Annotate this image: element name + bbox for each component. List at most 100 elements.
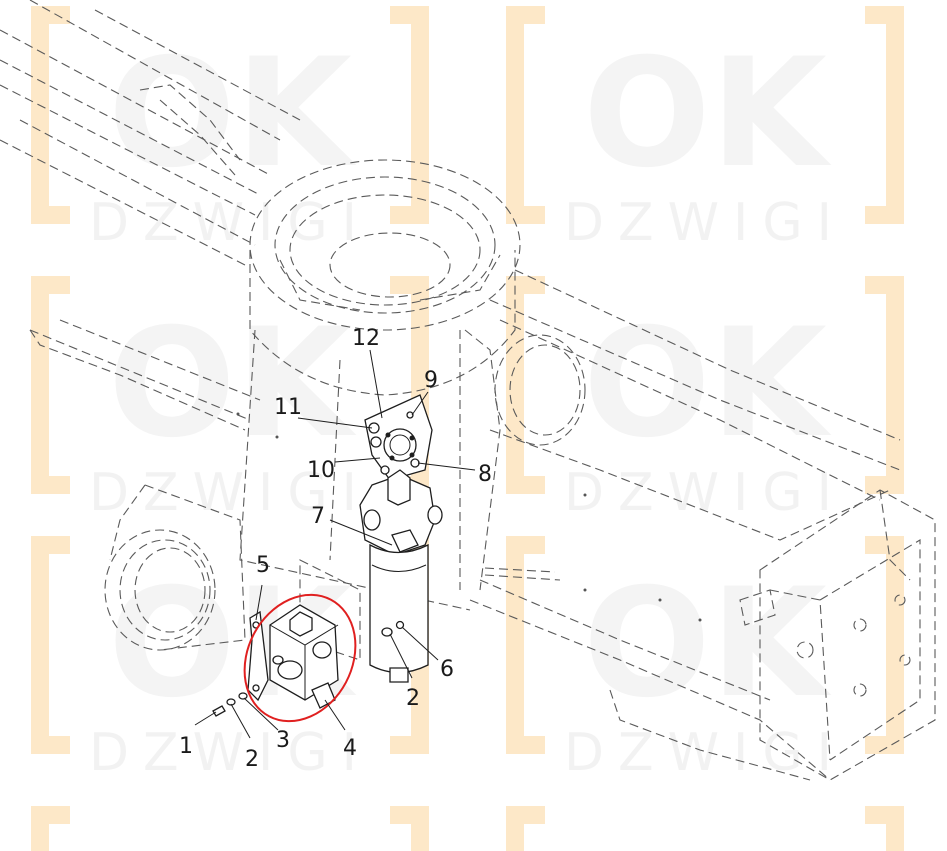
watermark-bracket-right [865,6,904,224]
plate-center-ring [389,434,411,456]
leader-11 [297,417,373,429]
watermark-tile: OK DZWIGI [31,536,429,783]
callout-labels: 1 2 3 4 5 2 6 7 8 9 10 11 12 [179,326,492,772]
leader-7 [329,519,393,546]
leader-8 [417,462,476,471]
axle-housing-dashed [0,0,936,781]
watermark-sub: DZWIGI [564,193,846,253]
hole-dot [275,435,279,439]
filter-head-top [387,469,411,506]
washer-10b [380,465,390,475]
valve-block-assembly [212,593,357,723]
watermark-logo: OK [583,297,832,471]
screw-1 [212,705,226,717]
leader-lines [194,349,476,739]
callout-6: 6 [440,657,454,682]
watermark-bracket-right [390,806,429,851]
leader-2b [389,633,413,679]
filter-port-right [427,505,443,525]
highlight-ring [243,593,357,723]
callout-11: 11 [274,395,302,420]
nut-8 [410,458,420,468]
filter-bowl-line [371,564,427,572]
watermark-bracket-right [865,806,904,851]
watermark-tile: OK DZWIGI [506,536,904,783]
watermark-sub: DZWIGI [89,463,371,523]
bracket-hole [252,684,260,692]
leader-10 [334,457,381,463]
plate-hole [385,432,391,438]
watermark-bracket-left [31,276,70,494]
watermark-bracket-left [31,536,70,754]
valve-port-right [312,641,332,659]
valve-port-small [272,655,284,665]
valve-bottom-fitting [311,682,336,709]
callout-7: 7 [311,504,325,529]
hole-dot [658,598,662,602]
callout-8: 8 [478,462,492,487]
watermark-logo: OK [108,297,357,471]
mounting-plate-assembly [364,394,433,481]
callout-2: 2 [245,747,259,772]
watermark-logo: OK [108,27,357,201]
leader-12 [369,349,383,419]
filter-port-left [363,509,381,531]
hole-dot [698,618,702,622]
filter-drain [389,667,409,683]
watermark-sub: DZWIGI [89,723,371,783]
watermark-tile: OK DZWIGI [506,6,904,253]
watermark-bracket-left [506,276,545,494]
watermark-bracket-left [31,806,70,851]
callout-10: 10 [307,458,335,483]
watermark-bracket-right [390,6,429,224]
filter-bowl [369,543,429,674]
watermark-bracket-left [506,536,545,754]
leader-1 [194,711,217,726]
plate-hole [409,435,415,441]
plate-hole [409,452,415,458]
bolt-9 [406,411,414,419]
leader-3 [243,697,279,731]
watermark-logo: OK [583,27,832,201]
watermark-sub: DZWIGI [564,463,846,523]
leader-2a [230,703,251,739]
leader-9 [411,391,429,416]
hole-dot [583,493,587,497]
callout-1: 1 [179,734,193,759]
washer-2 [381,627,393,637]
hole-dot [583,588,587,592]
callout-3: 3 [276,728,290,753]
watermark-tile: OK DZWIGI [31,6,429,253]
leader-4 [324,699,346,731]
valve-top-fitting [289,611,313,637]
callout-2: 2 [406,686,420,711]
watermark-tile: OK DZWIGI [31,276,429,523]
callout-12: 12 [352,326,380,351]
watermark-bracket-left [506,6,545,224]
leader-6 [401,626,439,661]
watermark-sub: DZWIGI [89,193,371,253]
leader-5 [255,584,263,621]
callout-9: 9 [424,368,438,393]
callout-5: 5 [256,553,270,578]
plate-hole [389,455,395,461]
plate-center-hole [383,428,417,462]
filter-assembly [359,469,443,683]
watermark-bracket-right [865,536,904,754]
watermark-sub: DZWIGI [564,723,846,783]
washer-3 [238,692,248,700]
watermark-logo: OK [583,557,832,731]
valve-port [277,660,303,680]
washer-10 [370,436,382,448]
watermark-bracket-left [31,6,70,224]
hole-dot [236,412,240,416]
watermark-layer: OK DZWIGI OK DZWIGI OK DZWIGI OK DZWIGI … [31,6,904,851]
watermark-tile: OK DZWIGI [506,276,904,523]
watermark-bracket-right [865,276,904,494]
callout-4: 4 [343,736,357,761]
filter-nut [391,529,419,553]
screw-6 [395,620,405,630]
watermark-bracket-left [506,806,545,851]
